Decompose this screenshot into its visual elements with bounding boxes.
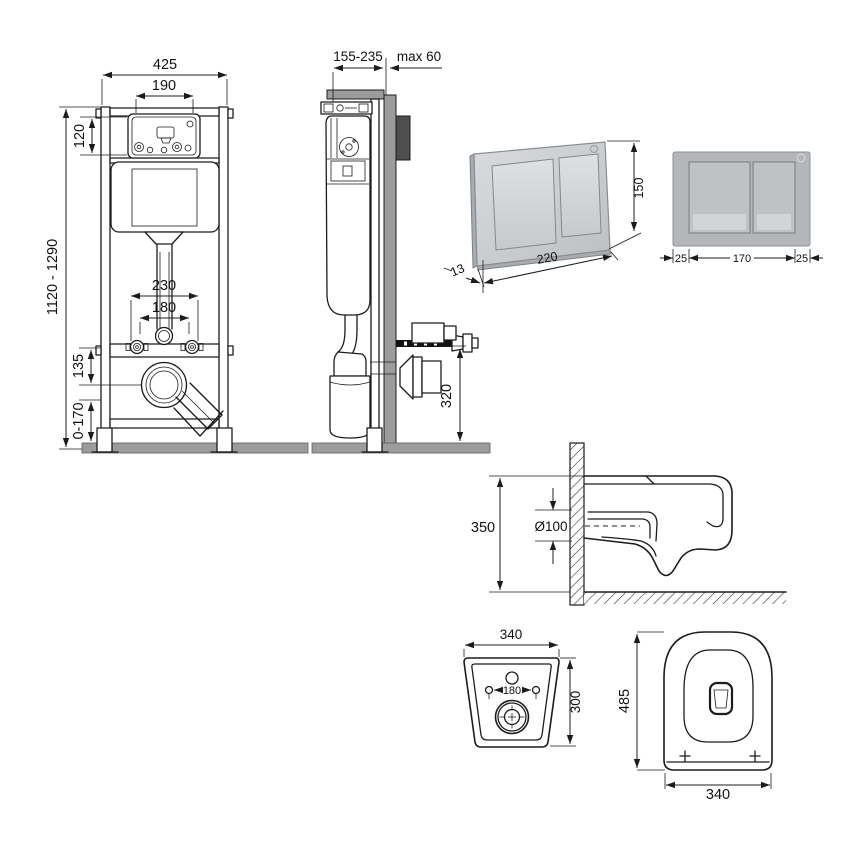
dim-bowl-height: 350 (471, 520, 495, 536)
cistern-access-panel (127, 113, 201, 159)
flush-opening (708, 681, 734, 716)
floor-side-view (311, 442, 491, 454)
cistern-side-profile (325, 115, 371, 316)
flush-button-left (491, 158, 557, 251)
dim-bolt-spacing-outer: 230 (152, 278, 176, 294)
inlet-hole (505, 671, 519, 685)
fixing-bolt-left (129, 339, 145, 355)
drain-elbow (175, 396, 209, 430)
dim-drain-diameter: Ø100 (534, 519, 567, 534)
dim-hole-spacing: 180 (503, 685, 521, 697)
mounting-foot-right (216, 427, 233, 453)
mounting-foot-side (366, 427, 383, 453)
seat-outline (663, 631, 773, 771)
mounting-foot-left (96, 427, 113, 453)
frame-rail-left (100, 106, 111, 444)
bowl-rear-outline (463, 657, 560, 748)
dim-opening-height: 120 (72, 124, 88, 148)
flush-duct (587, 511, 658, 542)
dim-seat-width: 340 (706, 787, 730, 803)
flush-plate-front-view: 25 170 25 (660, 151, 823, 265)
pipe-brace (173, 407, 224, 437)
frame-rail-right (218, 106, 229, 444)
frame-bottom-member (109, 418, 220, 429)
cistern-body (110, 161, 220, 233)
dim-drain-offset: 135 (71, 354, 87, 378)
dim-margin-left: 25 (675, 253, 687, 265)
brand-logo-mark-front (796, 153, 806, 163)
wall-hatched (569, 442, 585, 606)
flush-valve-side (339, 137, 359, 157)
dim-drain-height: 320 (439, 384, 455, 408)
drain-hole (494, 699, 530, 735)
drain-connector-cone (399, 354, 414, 400)
flush-plate-perspective-view: 150 220 13 (443, 140, 646, 293)
bowl-rear-view: 340 180 300 (463, 627, 583, 748)
dim-foot-adjust-range: 0-170 (71, 402, 87, 439)
dim-buttons-width: 170 (733, 253, 751, 265)
dim-margin-right: 25 (796, 253, 808, 265)
fixing-hole-left (484, 685, 494, 695)
floor-hatched (584, 592, 786, 604)
dim-seat-length: 485 (617, 689, 633, 713)
dim-rear-height: 300 (568, 691, 583, 714)
wall-opening-box (395, 115, 411, 161)
dim-plate-width: 220 (536, 249, 559, 267)
dim-depth-range: 155-235 (333, 49, 383, 64)
frame-rail-side (370, 98, 380, 444)
fixing-hole-right (531, 685, 541, 695)
frame-front-view: 425 190 120 1120 - 1290 230 180 135 0-17… (45, 57, 309, 454)
frame-side-view: 155-235 max 60 320 (311, 49, 491, 454)
dim-wall-thickness: max 60 (397, 49, 441, 64)
bowl-opening-outline (683, 649, 754, 743)
bowl-side-section-view: 350 Ø100 (471, 442, 787, 606)
top-mounting-bracket (326, 89, 385, 100)
bowl-outline (583, 475, 733, 577)
dim-opening-width: 190 (152, 78, 176, 94)
flush-button-right (558, 153, 602, 238)
floor-front-view (81, 442, 309, 454)
drain-outlet-circle (140, 361, 188, 409)
dim-frame-height-range: 1120 - 1290 (45, 239, 61, 315)
bowl-plan-view: 485 340 (617, 631, 773, 803)
dim-rear-width: 340 (500, 627, 523, 642)
fixing-bolt-right (184, 339, 200, 355)
flush-bend-connector (411, 322, 445, 344)
water-inlet-port (154, 326, 174, 346)
flush-pipe-side (337, 314, 346, 353)
dim-plate-depth: 13 (448, 261, 466, 279)
wall-stud (383, 94, 397, 451)
brand-logo-mark (590, 145, 598, 153)
cistern-funnel (144, 231, 184, 245)
dim-frame-width: 425 (153, 57, 177, 73)
dim-bolt-spacing-inner: 180 (152, 300, 176, 316)
dim-plate-height: 150 (632, 178, 646, 199)
